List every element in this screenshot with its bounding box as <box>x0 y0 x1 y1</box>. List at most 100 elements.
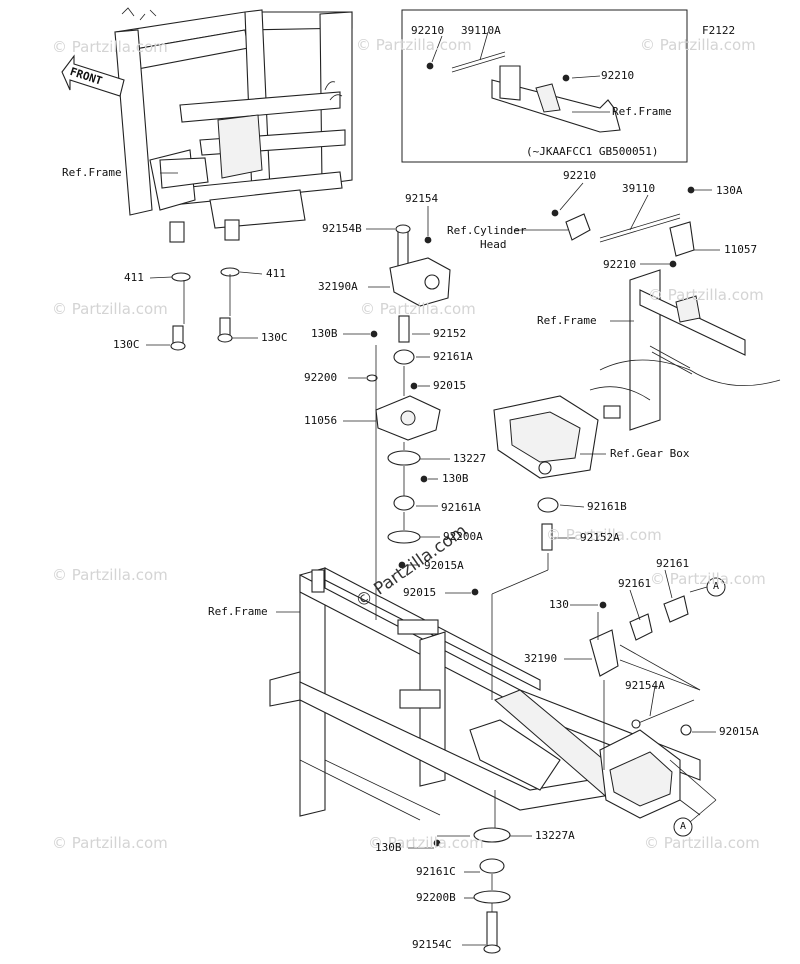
watermark-10: © Partzilla.com <box>368 834 484 852</box>
label-11057: 11057 <box>724 243 758 256</box>
watermark-1: © Partzilla.com <box>52 38 168 56</box>
label-13227a: 13227A <box>535 829 575 842</box>
watermark-5: © Partzilla.com <box>360 300 476 318</box>
watermark-7: © Partzilla.com <box>52 566 168 584</box>
label-ref-frame-top-left: Ref.Frame <box>62 166 122 179</box>
label-92015-1: 92015 <box>433 379 467 392</box>
bolt-130b-1 <box>370 330 378 338</box>
watermark-6: © Partzilla.com <box>648 286 764 304</box>
collar-92152 <box>398 315 410 343</box>
leader-lines <box>146 172 720 946</box>
label-ref-frame-right: Ref.Frame <box>537 314 597 327</box>
label-callout-a-1: A <box>713 581 720 592</box>
label-32190a: 32190A <box>318 280 358 293</box>
watermark-12: © Partzilla.com <box>546 526 662 544</box>
bolt-130c-left <box>170 325 186 351</box>
damper-92161-1 <box>629 613 653 641</box>
damper-92161b <box>537 497 559 513</box>
bracket-32190 <box>589 629 619 677</box>
damper-92161c <box>479 858 505 874</box>
label-92210-mid: 92210 <box>563 169 597 182</box>
label-11056: 11056 <box>304 414 338 427</box>
label-92154a: 92154A <box>625 679 665 692</box>
label-32190: 32190 <box>524 652 558 665</box>
nut-92015a-1 <box>398 561 406 569</box>
gear-box-mount <box>493 395 599 479</box>
inset-note: (~JKAAFCC1 GB500051) <box>526 145 659 158</box>
label-92152: 92152 <box>433 327 467 340</box>
washer-92200b <box>473 890 511 904</box>
label-92200a: 92200A <box>443 530 483 543</box>
label-130b-3: 130B <box>375 841 402 854</box>
label-130c-left: 130C <box>113 338 140 351</box>
label-inset-ref-frame: Ref.Frame <box>612 105 672 118</box>
collar-92152a <box>541 523 553 551</box>
washer-92200a <box>387 530 421 544</box>
label-92015a-2: 92015A <box>719 725 759 738</box>
damper-92161-2 <box>663 595 689 623</box>
label-411-right: 411 <box>266 267 286 280</box>
washer-92200 <box>366 374 378 382</box>
label-ref-frame-lower: Ref.Frame <box>208 605 268 618</box>
label-inset-92210-a: 92210 <box>411 24 445 37</box>
nut-92015a-2 <box>680 724 692 736</box>
label-130b-2: 130B <box>442 472 469 485</box>
label-92161a-1: 92161A <box>433 350 473 363</box>
bracket-32190a <box>389 257 451 307</box>
front-arrow <box>61 54 125 97</box>
label-92210-low: 92210 <box>603 258 637 271</box>
inset-box <box>401 9 688 163</box>
label-92015a-1: 92015A <box>424 559 464 572</box>
label-92152a: 92152A <box>580 531 620 544</box>
damper-92161a-2 <box>393 495 415 511</box>
callout-circle-a-2 <box>673 817 693 837</box>
label-92161b: 92161B <box>587 500 627 513</box>
label-ref-gear-box: Ref.Gear Box <box>610 447 690 460</box>
bolt-92154 <box>424 236 432 244</box>
label-92154: 92154 <box>405 192 439 205</box>
watermark-9: © Partzilla.com <box>52 834 168 852</box>
cable-39110 <box>551 186 695 268</box>
washer-411-left <box>171 272 191 282</box>
bolt-92154c <box>483 911 501 954</box>
label-callout-a-2: A <box>680 821 687 832</box>
label-92015-2: 92015 <box>403 586 437 599</box>
watermark-3: © Partzilla.com <box>640 36 756 54</box>
watermark-4: © Partzilla.com <box>52 300 168 318</box>
label-92161-1: 92161 <box>618 577 652 590</box>
bolt-92154a <box>631 699 695 729</box>
label-411-left: 411 <box>124 271 144 284</box>
label-92161-2: 92161 <box>656 557 690 570</box>
label-39110: 39110 <box>622 182 656 195</box>
label-92154c: 92154C <box>412 938 452 951</box>
label-130b-1: 130B <box>311 327 338 340</box>
inset-drawing <box>426 31 621 133</box>
label-130: 130 <box>549 598 569 611</box>
damper-92161a-1 <box>393 349 415 365</box>
label-92154b: 92154B <box>322 222 362 235</box>
label-ref-cylinder-head-1: Ref.Cylinder <box>447 224 527 237</box>
bracket-13227 <box>387 450 421 466</box>
watermark-11: © Partzilla.com <box>644 834 760 852</box>
watermark-2: © Partzilla.com <box>356 36 472 54</box>
bolt-130b-3 <box>433 839 441 847</box>
frame-top-left <box>114 7 353 243</box>
label-92200: 92200 <box>304 371 338 384</box>
label-130a: 130A <box>716 184 743 197</box>
nut-92015-2 <box>471 588 479 596</box>
bolt-130c-right <box>217 317 233 343</box>
label-130c-right: 130C <box>261 331 288 344</box>
watermark-8: © Partzilla.com <box>650 570 766 588</box>
bolt-130 <box>599 601 607 609</box>
bolt-92154b <box>395 224 411 277</box>
frame-right <box>589 269 781 431</box>
bolt-130b-2 <box>420 475 428 483</box>
bracket-11056 <box>375 395 441 441</box>
nut-92015-1 <box>410 382 418 390</box>
frame-lower <box>269 567 701 821</box>
label-inset-92210-b: 92210 <box>601 69 635 82</box>
label-92200b: 92200B <box>416 891 456 904</box>
bracket-13227a <box>473 827 511 843</box>
